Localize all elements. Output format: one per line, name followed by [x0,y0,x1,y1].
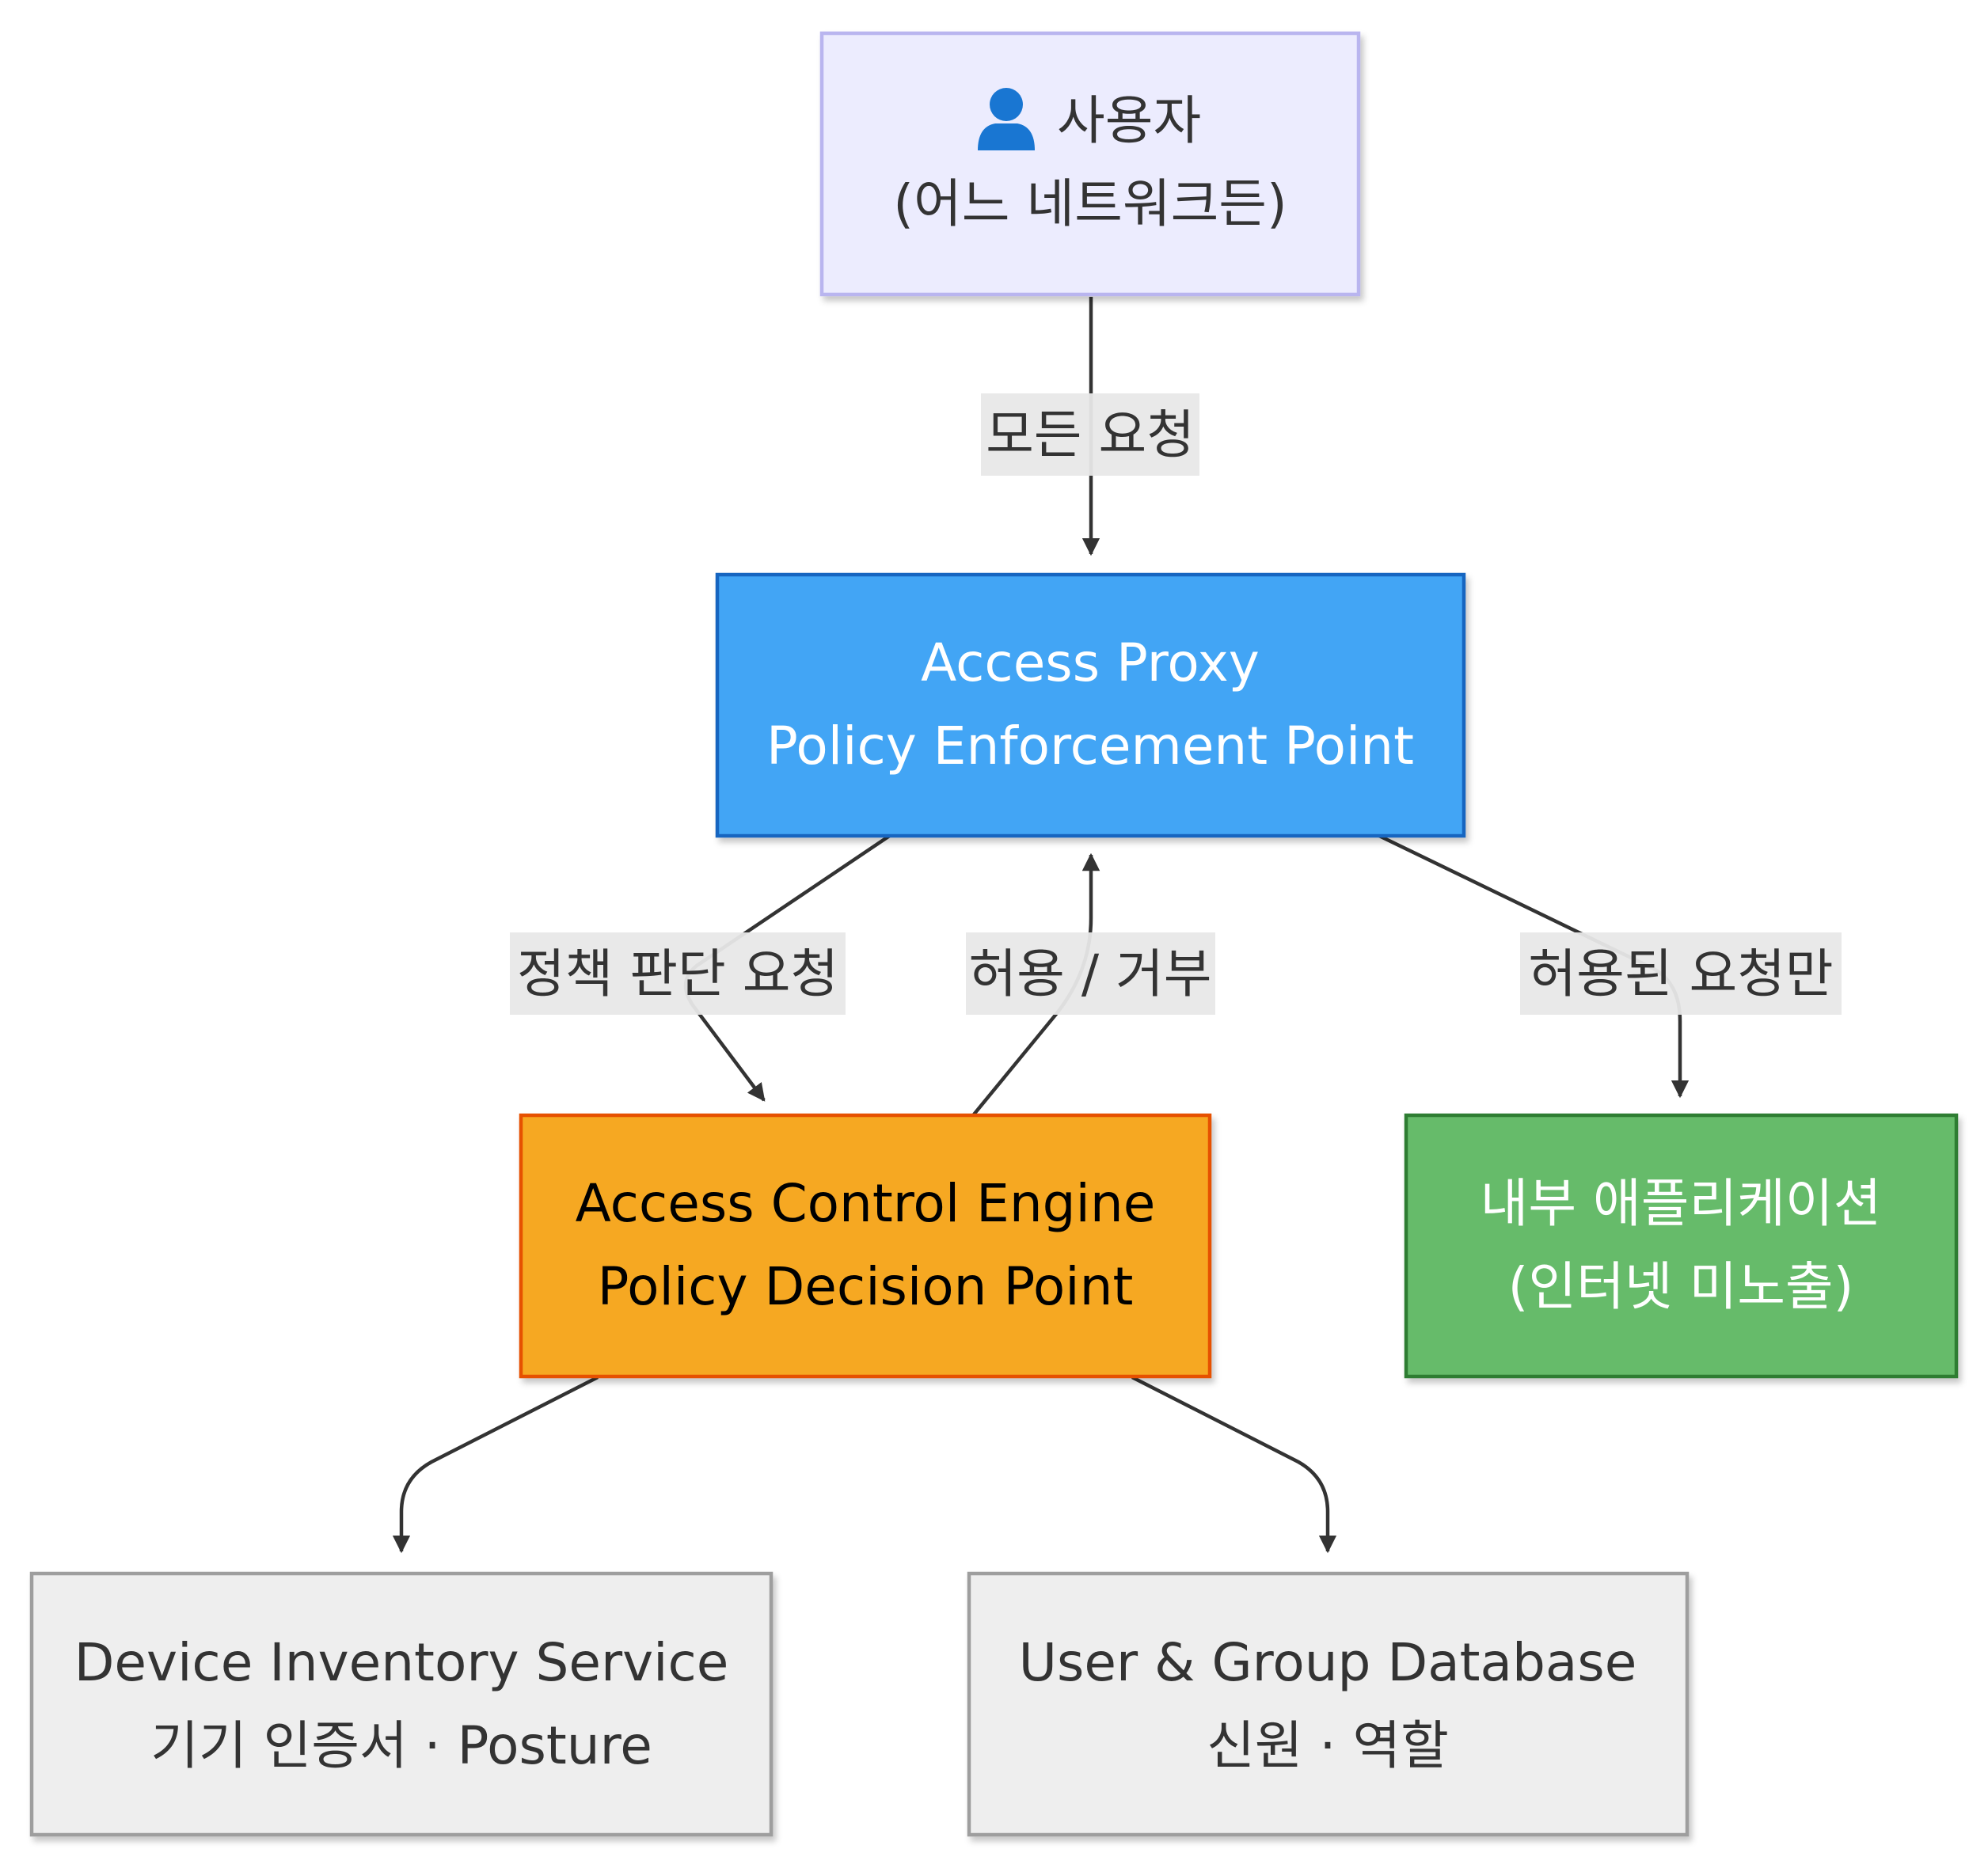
node-access-control-engine[interactable]: Access Control Engine Policy Decision Po… [519,1113,1212,1379]
node-user-title: 사용자 [1057,90,1201,151]
person-icon [978,88,1035,150]
edge-label-allow-deny: 허용 / 거부 [966,932,1215,1015]
edge-engine-to-userdb [1131,1375,1337,1554]
node-user-group-database-title: User & Group Database [1019,1632,1637,1693]
edge-labels: 모든 요청 정책 판단 요청 허용 / 거부 허용된 요청만 [510,393,1842,1015]
node-user[interactable]: 사용자 (어느 네트워크든) [819,31,1361,297]
node-internal-application[interactable]: 내부 애플리케이션 (인터넷 미노출) [1404,1113,1959,1379]
node-user-group-database-subtitle: 신원 · 역할 [1207,1715,1449,1776]
node-device-inventory-service-box [29,1571,774,1837]
nodes: 사용자 (어느 네트워크든) Access Proxy Policy Enfor… [29,31,1959,1837]
edge-label-all-requests-text: 모든 요청 [986,404,1195,465]
edge-label-allow-deny-text: 허용 / 거부 [968,943,1211,1004]
node-access-control-engine-box [519,1113,1212,1379]
edge-label-all-requests: 모든 요청 [981,393,1199,476]
node-user-group-database[interactable]: User & Group Database 신원 · 역할 [967,1571,1690,1837]
edge-engine-to-device [392,1375,599,1554]
node-internal-application-subtitle: (인터넷 미노출) [1508,1256,1854,1317]
node-access-control-engine-subtitle: Policy Decision Point [598,1256,1134,1317]
node-access-proxy[interactable]: Access Proxy Policy Enforcement Point [715,572,1466,838]
node-user-group-database-box [967,1571,1690,1837]
node-access-control-engine-title: Access Control Engine [576,1173,1156,1234]
node-access-proxy-title: Access Proxy [921,632,1260,693]
node-device-inventory-service[interactable]: Device Inventory Service 기기 인증서 · Postur… [29,1571,774,1837]
edge-label-allowed-requests-only-text: 허용된 요청만 [1528,943,1833,1004]
node-access-proxy-box [715,572,1466,838]
node-user-subtitle: (어느 네트워크든) [893,173,1287,234]
node-access-proxy-subtitle: Policy Enforcement Point [766,716,1414,776]
edge-label-policy-decision-request-text: 정책 판단 요청 [517,943,838,1004]
node-internal-application-title: 내부 애플리케이션 [1481,1173,1882,1234]
node-device-inventory-service-subtitle: 기기 인증서 · Posture [150,1715,652,1776]
node-device-inventory-service-title: Device Inventory Service [74,1632,729,1693]
edge-label-policy-decision-request: 정책 판단 요청 [510,932,846,1015]
node-internal-application-box [1404,1113,1959,1379]
node-user-box [819,31,1361,297]
edge-label-allowed-requests-only: 허용된 요청만 [1520,932,1842,1015]
